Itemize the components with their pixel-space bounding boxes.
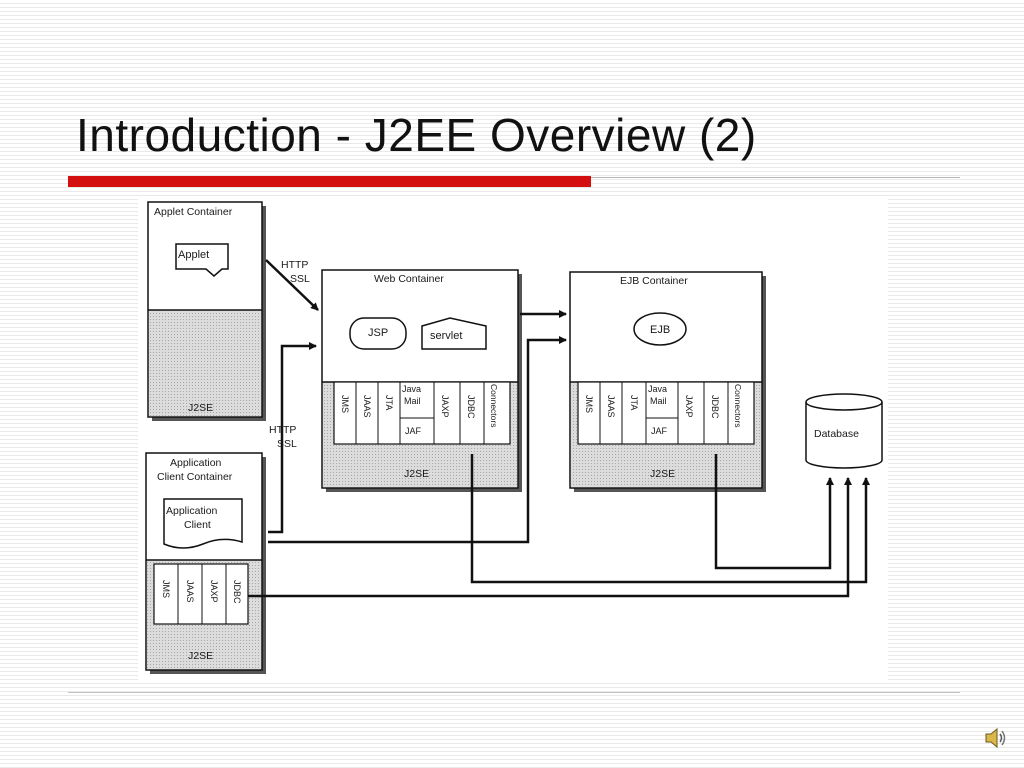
applet-to-web-arrow bbox=[265, 259, 319, 311]
client-to-web-arrow bbox=[268, 342, 317, 534]
web-services-strip: JMS JAAS JTA Java Mail JAF JAXP JDBC Con… bbox=[333, 381, 511, 445]
connection-lines bbox=[248, 259, 870, 598]
ejb-container-title: EJB Container bbox=[620, 275, 688, 287]
ejb-component-label: EJB bbox=[650, 324, 670, 336]
ejb-services-strip: JMS JAAS JTA Java Mail JAF JAXP JDBC Con… bbox=[577, 381, 755, 445]
title-accent-bar bbox=[68, 176, 591, 187]
app-client-title-line2: Client Container bbox=[157, 471, 233, 483]
web-service-jaf: JAF bbox=[405, 426, 422, 436]
app-client-platform-label: J2SE bbox=[188, 650, 213, 662]
web-service-jdbc: JDBC bbox=[466, 395, 476, 419]
applet-component-label: Applet bbox=[178, 249, 209, 261]
web-jdbc-to-database-arrow bbox=[470, 454, 870, 584]
servlet-component-label: servlet bbox=[430, 330, 462, 342]
ejb-service-jaf: JAF bbox=[651, 426, 668, 436]
footer-divider-line bbox=[68, 692, 960, 693]
app-client-component-shape bbox=[163, 498, 243, 549]
client-to-ejb-arrow bbox=[268, 336, 567, 544]
app-client-component-line1: Application bbox=[166, 505, 218, 517]
speaker-icon[interactable] bbox=[983, 725, 1009, 751]
ejb-service-jaxp: JAXP bbox=[684, 395, 694, 418]
applet-ssl-label: SSL bbox=[290, 273, 310, 285]
ejb-service-jaas: JAAS bbox=[606, 395, 616, 418]
app-client-service-jaxp: JAXP bbox=[209, 580, 219, 603]
ejb-platform-label: J2SE bbox=[650, 468, 675, 480]
ejb-service-mail: Mail bbox=[650, 396, 667, 406]
client-http-label: HTTP bbox=[269, 424, 296, 436]
web-service-jta: JTA bbox=[384, 395, 394, 410]
applet-container: Applet Container Applet J2SE bbox=[147, 201, 266, 421]
ejb-jdbc-to-database-arrow bbox=[714, 454, 834, 570]
web-container: Web Container JSP servlet JMS JAAS JTA J… bbox=[321, 269, 522, 492]
app-client-title-line1: Application bbox=[170, 457, 222, 469]
applet-component-shape bbox=[175, 243, 229, 277]
web-service-jaxp: JAXP bbox=[440, 395, 450, 418]
client-jdbc-to-database-arrow bbox=[248, 477, 852, 598]
database-cylinder: Database bbox=[805, 393, 883, 469]
web-service-jaas: JAAS bbox=[362, 395, 372, 418]
web-container-title: Web Container bbox=[374, 273, 444, 285]
jsp-component-label: JSP bbox=[368, 327, 388, 339]
applet-platform-label: J2SE bbox=[188, 402, 213, 414]
web-service-mail: Mail bbox=[404, 396, 421, 406]
jsp-component-shape bbox=[349, 317, 407, 350]
app-client-service-jdbc: JDBC bbox=[232, 580, 242, 604]
applet-container-title: Applet Container bbox=[154, 206, 233, 218]
app-client-service-jms: JMS bbox=[161, 580, 171, 598]
ejb-service-jms: JMS bbox=[584, 395, 594, 413]
web-service-java: Java bbox=[402, 384, 421, 394]
client-ssl-label: SSL bbox=[277, 438, 297, 450]
app-client-component-line2: Client bbox=[184, 519, 211, 531]
app-client-service-jaas: JAAS bbox=[185, 580, 195, 603]
application-client-container: Application Client Container Application… bbox=[145, 452, 266, 674]
ejb-service-java: Java bbox=[648, 384, 667, 394]
j2ee-architecture-diagram: Applet Container Applet J2SE Web Contain… bbox=[138, 196, 888, 682]
ejb-service-jdbc: JDBC bbox=[710, 395, 720, 419]
ejb-component-shape bbox=[633, 312, 687, 346]
slide-title: Introduction - J2EE Overview (2) bbox=[76, 109, 757, 161]
servlet-component-shape bbox=[421, 317, 487, 350]
ejb-service-connectors: Connectors bbox=[733, 384, 743, 427]
web-platform-label: J2SE bbox=[404, 468, 429, 480]
applet-http-label: HTTP bbox=[281, 259, 308, 271]
web-service-jms: JMS bbox=[340, 395, 350, 413]
ejb-service-jta: JTA bbox=[629, 395, 639, 410]
title-divider-line bbox=[591, 177, 960, 178]
ejb-container: EJB Container EJB JMS JAAS JTA Java Mail… bbox=[569, 271, 766, 492]
database-label: Database bbox=[814, 428, 859, 440]
web-service-connectors: Connectors bbox=[489, 384, 499, 427]
app-client-services-strip: JMS JAAS JAXP JDBC bbox=[153, 563, 249, 625]
